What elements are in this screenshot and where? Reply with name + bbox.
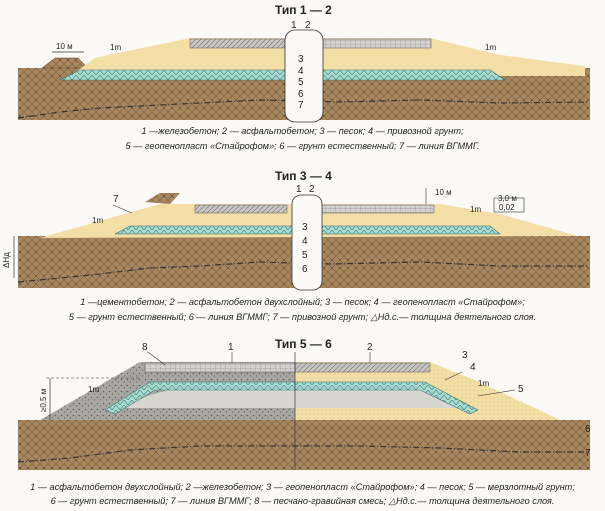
- marker-5: 5: [518, 384, 524, 395]
- left-berm: [41, 57, 89, 69]
- section-type-5-6: Тип 5 — 6 8 1 2 3 4 5 6 7 ≥0,5 м 1m 1m: [17, 337, 591, 470]
- section-3-caption-line-1: 1 — асфальтобетон двухслойный; 2 —железо…: [30, 482, 575, 492]
- foam-insulation-layer: [104, 381, 479, 415]
- section-1-caption-line-2: 5 — геопенопласт «Стайрофом»; 6 — грунт …: [125, 141, 480, 151]
- marker-1: 1: [291, 20, 297, 31]
- marker-7: 7: [585, 448, 591, 459]
- width-dim-label: 10 м: [56, 42, 73, 51]
- marker-8-leader: [147, 351, 166, 366]
- cement-concrete-slab: [194, 204, 288, 214]
- marker-4-leader: [444, 371, 463, 381]
- spec-box: [493, 197, 525, 213]
- marker-5-leader: [477, 389, 516, 397]
- marker-5: 5: [298, 77, 304, 88]
- marker-6: 6: [298, 89, 304, 100]
- marker-3: 3: [462, 350, 468, 361]
- marker-2: 2: [305, 20, 311, 31]
- layer-marker-column: [284, 29, 324, 123]
- width-dim-label: 10 м: [435, 188, 452, 197]
- asphalt-concrete-layer: [321, 204, 435, 214]
- slope-left-label: 1m: [88, 385, 99, 394]
- imported-soil-shoulder: [145, 193, 180, 204]
- layer-marker-column: [291, 194, 323, 291]
- section-3-title: Тип 5 — 6: [275, 337, 332, 351]
- marker-8: 8: [142, 342, 148, 353]
- height-dim-label: ≥0,5 м: [39, 389, 48, 412]
- section-type-3-4: Тип 3 — 4 1 2 3 4 5 6 7 ΔHд 1m 1m 10 м 3…: [2, 169, 590, 291]
- reinforced-concrete-slab: [294, 362, 431, 373]
- section-2-title: Тип 3 — 4: [275, 169, 332, 183]
- marker-3: 3: [302, 222, 308, 233]
- marker-7: 7: [113, 194, 119, 205]
- height-dim-label: ΔHд: [2, 252, 11, 268]
- section-3-caption-line-2: 6 — грунт естественный; 7 — линия ВГММГ;…: [50, 496, 555, 506]
- vgmmg-line: [17, 99, 589, 119]
- section-2-caption-line-2: 5 — грунт естественный; 6 — линия ВГММГ;…: [68, 312, 537, 322]
- marker-6: 6: [585, 424, 591, 435]
- vgmmg-line: [17, 261, 588, 283]
- marker-7-leader: [112, 204, 133, 214]
- slope-left-label: 1m: [92, 216, 103, 225]
- vgmmg-line: [17, 445, 588, 463]
- marker-6: 6: [302, 264, 308, 275]
- natural-soil-layer: [18, 420, 590, 470]
- asphalt-concrete-layer: [322, 38, 432, 49]
- slope-right-label: 1m: [470, 205, 481, 214]
- asphalt-concrete-layer: [144, 362, 296, 373]
- section-1-caption-line-1: 1 —железобетон; 2 — асфальтобетон; 3 — п…: [141, 126, 464, 136]
- slope-right-label: 1m: [485, 43, 496, 52]
- marker-7: 7: [298, 100, 304, 111]
- section-2-caption-line-1: 1 —цементобетон; 2 — асфальтобетон двухс…: [80, 297, 525, 307]
- section-1-title: Тип 1 — 2: [275, 3, 332, 17]
- marker-4: 4: [302, 236, 308, 247]
- reinforced-concrete-slab: [189, 38, 286, 49]
- foam-insulation-layer: [59, 69, 506, 81]
- marker-4: 4: [298, 66, 304, 77]
- marker-2: 2: [367, 342, 373, 353]
- slope-left-label: 1m: [110, 43, 121, 52]
- slope-right-label: 1m: [478, 379, 489, 388]
- marker-1: 1: [296, 184, 302, 195]
- spec-bottom-label: 0,02: [499, 203, 515, 212]
- marker-3: 3: [298, 54, 304, 65]
- marker-5: 5: [302, 250, 308, 261]
- marker-1: 1: [228, 342, 234, 353]
- section-type-1-2: Тип 1 — 2 1 2 3 4 5 6 7 10 м 1m 1m: [17, 3, 590, 123]
- marker-4: 4: [470, 362, 476, 373]
- marker-2: 2: [309, 184, 315, 195]
- spec-top-label: 3,0 м: [498, 194, 517, 203]
